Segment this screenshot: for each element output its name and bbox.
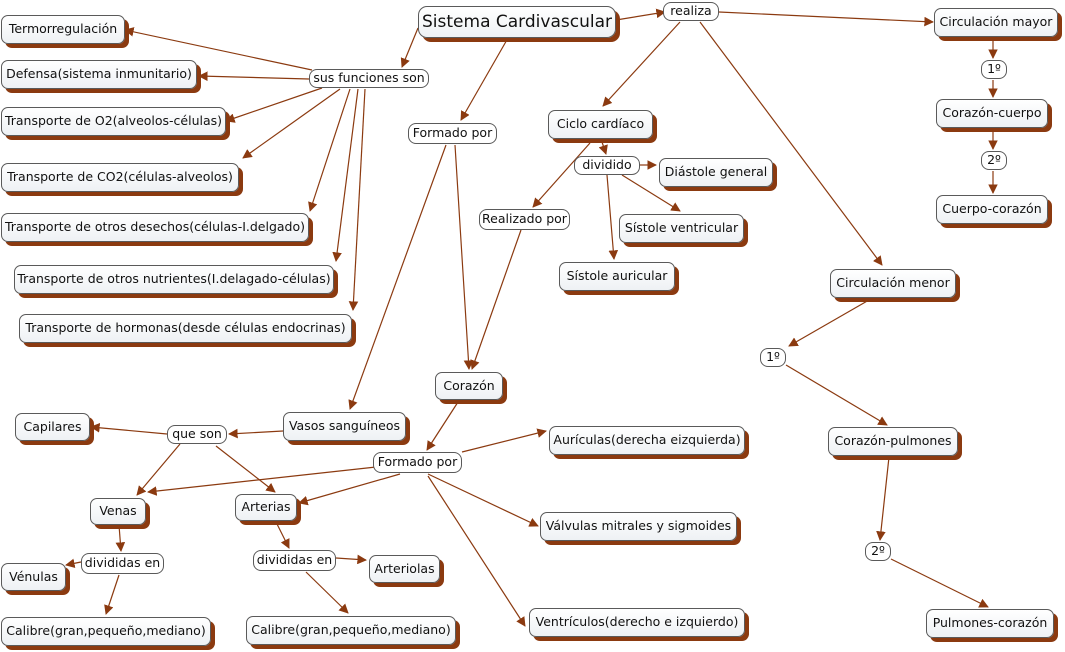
link-sistema-to-funciones	[400, 27, 419, 68]
concept-arterias[interactable]: Arterias	[235, 494, 297, 521]
concept-calibre-arterias[interactable]: Calibre(gran,pequeño,mediano)	[246, 616, 456, 645]
link-que-son-to-venas	[136, 443, 181, 496]
concept-transporte-hormonas[interactable]: Transporte de hormonas(desde células end…	[19, 314, 352, 343]
link-funciones-to-termo	[124, 27, 313, 71]
concept-pulmones-corazon[interactable]: Pulmones-corazón	[926, 609, 1054, 638]
link-formado-to-vasos	[348, 144, 447, 410]
link-funciones-to-co2	[242, 88, 341, 159]
link-funciones-to-hormonas	[348, 88, 366, 311]
link-formado-to-corazon	[454, 144, 474, 370]
link-phrase-que-son[interactable]: que son	[167, 425, 227, 444]
link-funciones-to-desechos	[308, 88, 351, 212]
concept-corazon[interactable]: Corazón	[435, 372, 503, 400]
link-phrase-realizado-por[interactable]: Realizado por	[479, 209, 570, 230]
link-realiza-to-ciclo	[602, 21, 681, 107]
link-corazon-to-formado	[426, 401, 459, 451]
link-realiza-to-circ-mayor	[718, 11, 934, 27]
concept-sistema-cardiovascular[interactable]: Sistema Cardivascular	[418, 6, 616, 38]
link-ciclo-to-dividido	[598, 138, 608, 155]
concept-circulacion-menor[interactable]: Circulación menor	[830, 269, 956, 298]
concept-ciclo-cardiaco[interactable]: Ciclo cardíaco	[548, 110, 653, 139]
concept-defensa[interactable]: Defensa(sistema inmunitario)	[1, 60, 197, 89]
concept-calibre-venas[interactable]: Calibre(gran,pequeño,mediano)	[1, 617, 211, 646]
link-sistema-to-realiza	[615, 8, 666, 21]
link-1-to-corazon-pulmones	[785, 364, 888, 426]
concept-circulacion-mayor[interactable]: Circulación mayor	[934, 8, 1058, 37]
concept-vasos-sanguineos[interactable]: Vasos sanguíneos	[283, 412, 406, 441]
link-dividido-to-sistole-a	[606, 174, 619, 260]
concept-cuerpo-corazon[interactable]: Cuerpo-corazón	[936, 195, 1048, 224]
link-phrase-formado-por[interactable]: Formado por	[408, 123, 497, 144]
step-2-circulacion-menor[interactable]: 2º	[865, 542, 891, 561]
step-1-circulacion-menor[interactable]: 1º	[760, 348, 786, 367]
link-que-son-to-capilares	[90, 423, 168, 435]
link-formado-to-arterias	[298, 473, 401, 506]
link-phrase-divididas-en-venas[interactable]: divididas en	[81, 553, 164, 574]
link-divididas-to-venulas	[65, 558, 82, 569]
link-ciclo-to-realizado	[532, 142, 591, 208]
link-phrase-divididas-en-arterias[interactable]: divididas en	[253, 550, 336, 571]
concept-venas[interactable]: Venas	[90, 498, 146, 525]
concept-transporte-co2[interactable]: Transporte de CO2(células-alveolos)	[1, 163, 239, 192]
link-2-to-pulmones-corazon	[890, 558, 989, 608]
link-funciones-to-defensa	[198, 71, 310, 82]
link-sistema-to-formado	[460, 37, 509, 121]
concept-capilares[interactable]: Capilares	[15, 413, 90, 441]
link-realiza-to-circ-menor	[699, 21, 883, 266]
link-vasos-to-que-son	[228, 428, 284, 439]
concept-arteriolas[interactable]: Arteriolas	[369, 555, 440, 583]
link-arterias-to-divididas	[275, 521, 290, 549]
link-dividido-to-sistole-v	[621, 174, 681, 212]
step-2-circulacion-mayor[interactable]: 2º	[981, 151, 1007, 170]
link-que-son-to-arterias	[215, 445, 276, 493]
link-funciones-to-nutrientes	[332, 88, 359, 262]
concept-diastole-general[interactable]: Diástole general	[659, 158, 773, 187]
concept-sistole-auricular[interactable]: Sístole auricular	[559, 262, 675, 291]
link-formado-to-valvulas	[427, 473, 539, 527]
concept-transporte-nutrientes[interactable]: Transporte de otros nutrientes(I.delagad…	[14, 265, 334, 294]
link-phrase-realiza[interactable]: realiza	[663, 2, 719, 21]
concept-termorregulacion[interactable]: Termorregulación	[1, 15, 125, 44]
link-circ-menor-to-1	[788, 299, 870, 347]
step-1-circulacion-mayor[interactable]: 1º	[981, 60, 1007, 79]
link-divididas-to-calibre-2	[305, 571, 349, 614]
link-formado-to-ventriculos	[427, 475, 526, 627]
concept-corazon-pulmones[interactable]: Corazón-pulmones	[828, 427, 958, 456]
concept-auriculas[interactable]: Aurículas(derecha eizquierda)	[549, 426, 745, 455]
concept-transporte-o2[interactable]: Transporte de O2(alveolos-células)	[1, 107, 226, 136]
link-formado-to-auriculas	[461, 428, 547, 453]
concept-ventriculos[interactable]: Ventrículos(derecho e izquierdo)	[529, 608, 745, 637]
link-phrase-dividido[interactable]: dividido	[574, 156, 640, 175]
link-formado-to-venas	[147, 466, 377, 496]
concept-sistole-ventricular[interactable]: Sístole ventricular	[619, 214, 744, 243]
link-funciones-to-o2	[225, 87, 323, 123]
concept-transporte-desechos[interactable]: Transporte de otros desechos(células-I.d…	[1, 213, 309, 242]
link-venas-to-divididas	[115, 524, 126, 552]
link-corazon-pulmones-to-2	[876, 456, 890, 541]
link-divididas-to-calibre	[104, 574, 120, 615]
link-phrase-formado-por-corazon[interactable]: Formado por	[373, 452, 462, 473]
concept-corazon-cuerpo[interactable]: Corazón-cuerpo	[936, 99, 1048, 128]
concept-venulas[interactable]: Vénulas	[1, 563, 66, 591]
concept-valvulas[interactable]: Válvulas mitrales y sigmoides	[540, 512, 737, 541]
link-realizado-to-corazon	[470, 229, 522, 370]
link-phrase-sus-funciones-son[interactable]: sus funciones son	[309, 69, 429, 88]
link-divididas-to-arteriolas	[335, 554, 367, 565]
